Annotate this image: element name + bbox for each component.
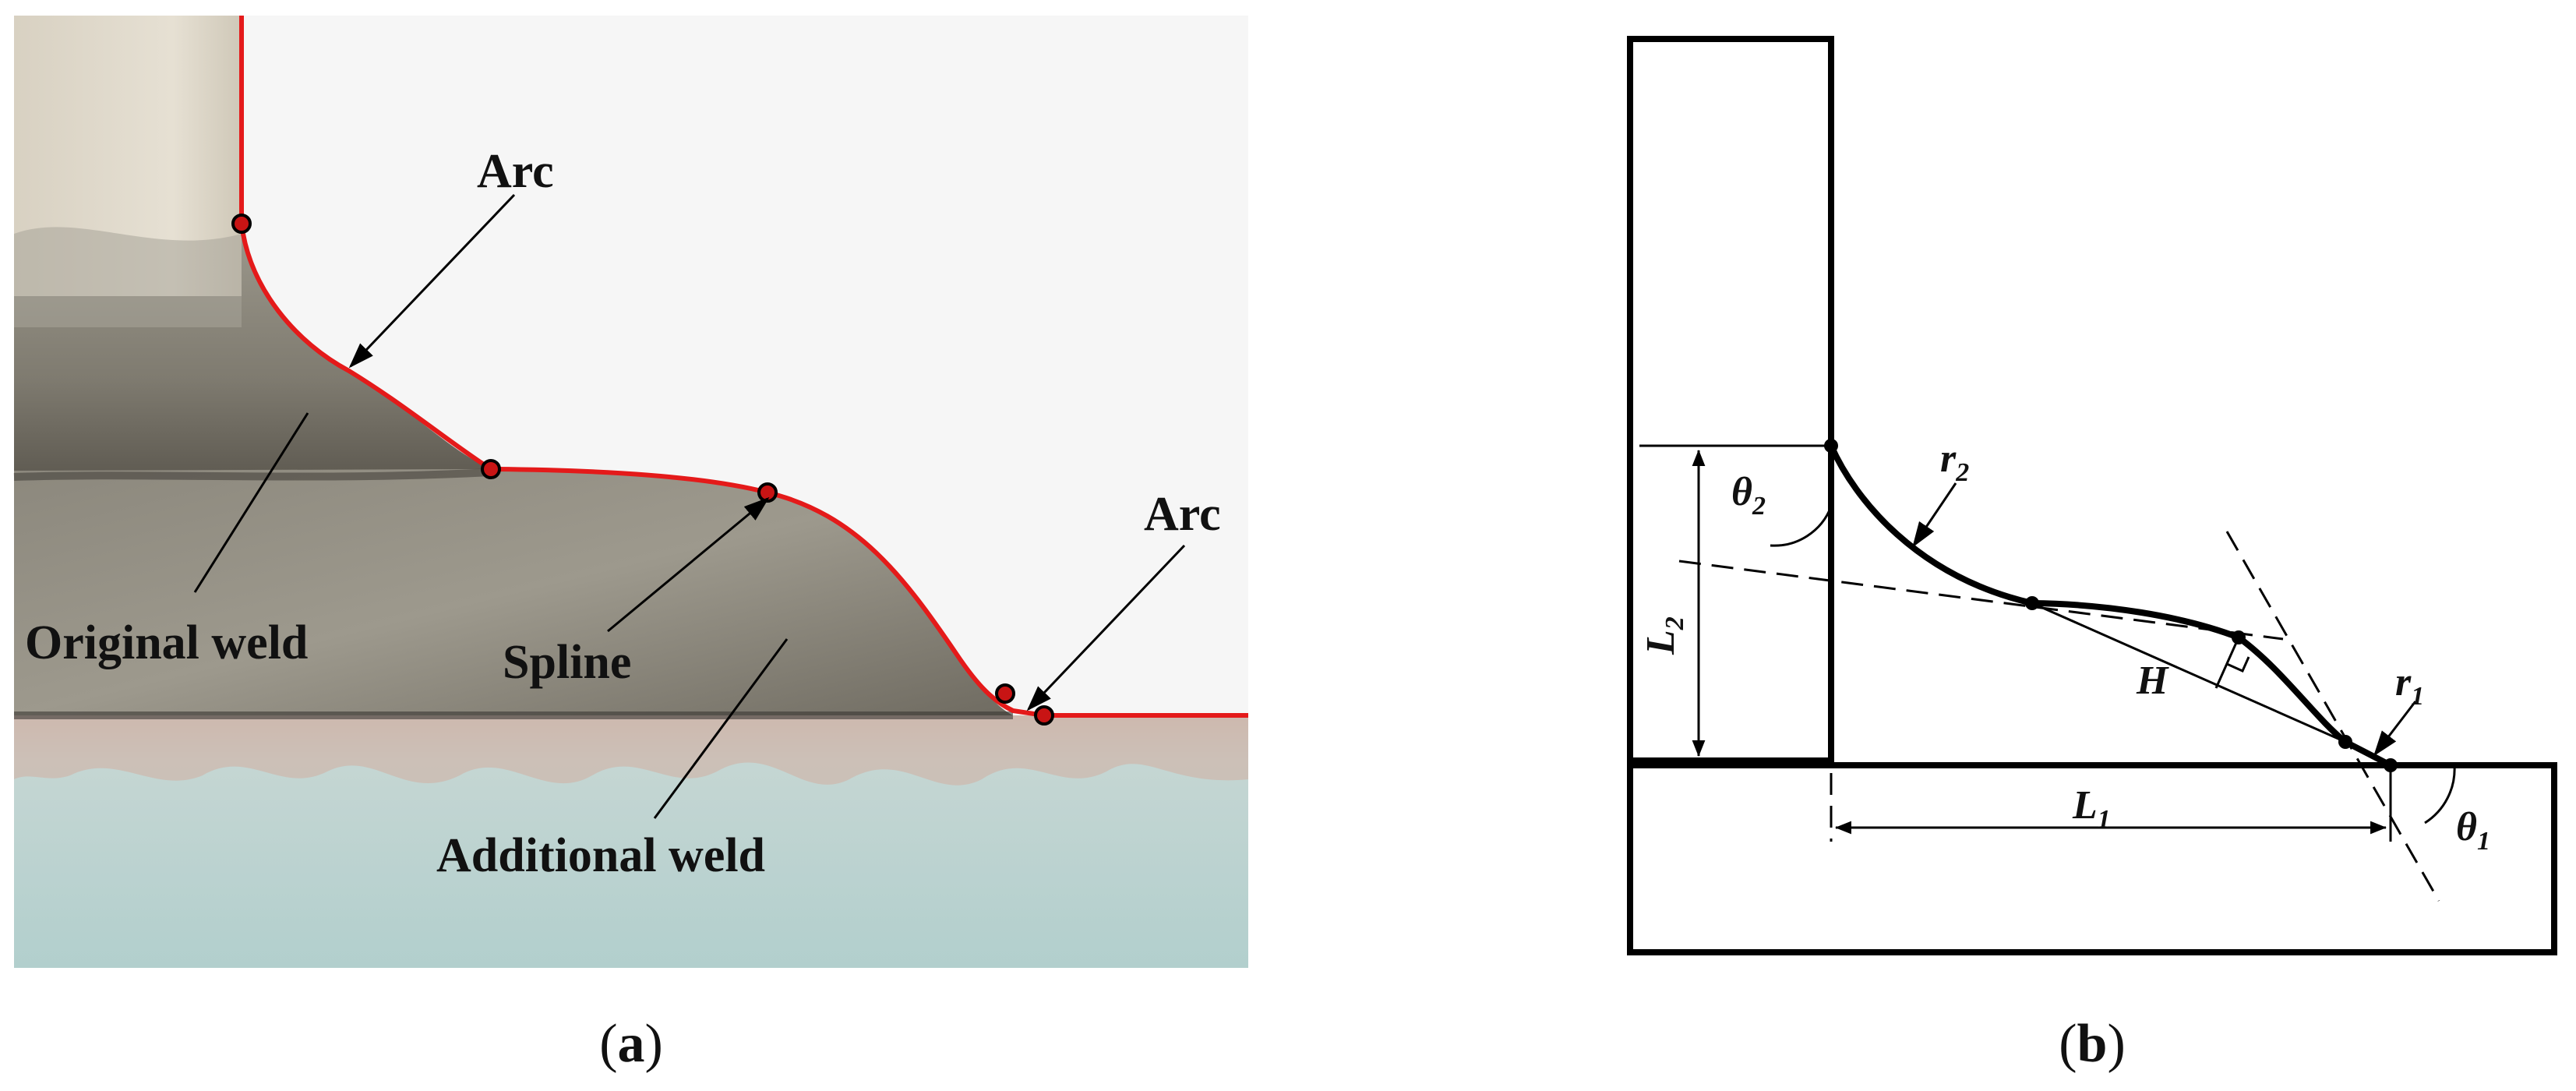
original-weld-upper-band: [14, 227, 242, 327]
profile-point-5: [1034, 705, 1054, 726]
caption-b-letter: b: [2077, 1014, 2108, 1074]
label-r2-sub: 2: [1955, 458, 1969, 487]
weld-profile-curve: [1828, 444, 2392, 768]
caption-a-letter: a: [618, 1014, 645, 1074]
curve-point-mid: [2025, 596, 2039, 610]
curve-point-toe-1: [2338, 735, 2352, 749]
spline-arrow: [607, 496, 770, 633]
label-r2-main: r: [1940, 436, 1957, 481]
panel-b: θ2 r2 L2 H r1 L1 θ1 (b): [1627, 36, 2557, 1074]
label-theta1-main: θ: [2456, 805, 2477, 849]
label-L2-main: L: [1639, 630, 1683, 655]
base-plate-fusion-zone: [14, 715, 1248, 786]
dashed-tangent-lower: [2225, 531, 2440, 902]
label-theta1-sub: 1: [2477, 827, 2490, 856]
theta1-arc: [2424, 764, 2456, 824]
profile-point-4: [995, 683, 1015, 704]
theta2-arc: [1770, 506, 1833, 547]
h-right-angle-mark: [2226, 656, 2250, 673]
additional-weld-region: [14, 469, 1013, 715]
label-L1: L1: [2072, 783, 2111, 834]
label-H-main: H: [2136, 658, 2169, 703]
original-weld-region: [14, 226, 491, 478]
label-H: H: [2136, 658, 2169, 703]
curve-point-toe-2: [2384, 758, 2398, 772]
label-additional-weld: Additional weld: [436, 829, 765, 882]
original-weld-leader: [193, 412, 309, 593]
label-theta2-main: θ: [1731, 470, 1752, 514]
dashed-tangent-upper: [1678, 560, 2284, 641]
label-original-weld: Original weld: [25, 616, 308, 669]
weld-seam: [13, 468, 492, 481]
label-theta2: θ2: [1731, 470, 1766, 521]
arc-top-arrow: [348, 193, 516, 369]
label-arc-right: Arc: [1144, 488, 1221, 541]
r2-arrow: [1912, 482, 1957, 548]
label-theta2-sub: 2: [1752, 492, 1766, 521]
arc-right-arrow: [1026, 544, 1186, 711]
panel-a: Arc Arc Spline Original weld Additional …: [13, 16, 1248, 1074]
label-L1-main: L: [2072, 783, 2098, 828]
weld-profile-line: [239, 16, 1248, 718]
label-r1: r1: [2395, 660, 2424, 711]
profile-point-3: [757, 482, 778, 503]
profile-point-1: [231, 214, 252, 234]
label-spline: Spline: [503, 636, 631, 689]
curve-point-spline: [2232, 630, 2246, 644]
chord-line: [2031, 602, 2346, 743]
weld-clear-area: [1834, 444, 2380, 759]
horizontal-member: [1627, 762, 2557, 955]
label-L1-sub: 1: [2098, 805, 2111, 834]
label-r1-main: r: [2395, 660, 2412, 704]
profile-point-2: [481, 459, 501, 479]
additional-weld-leader: [653, 638, 789, 819]
h-height-line: [2214, 637, 2240, 689]
label-r1-sub: 1: [2411, 682, 2424, 711]
label-arc-top: Arc: [477, 145, 554, 198]
caption-b: (b): [2059, 1014, 2126, 1074]
label-L2: L2: [1639, 616, 1689, 655]
label-L2-sub: 2: [1660, 616, 1689, 630]
label-theta1: θ1: [2456, 805, 2490, 856]
r1-arrow: [2373, 701, 2417, 757]
caption-a: (a): [599, 1014, 663, 1074]
label-r2: r2: [1940, 436, 1969, 487]
